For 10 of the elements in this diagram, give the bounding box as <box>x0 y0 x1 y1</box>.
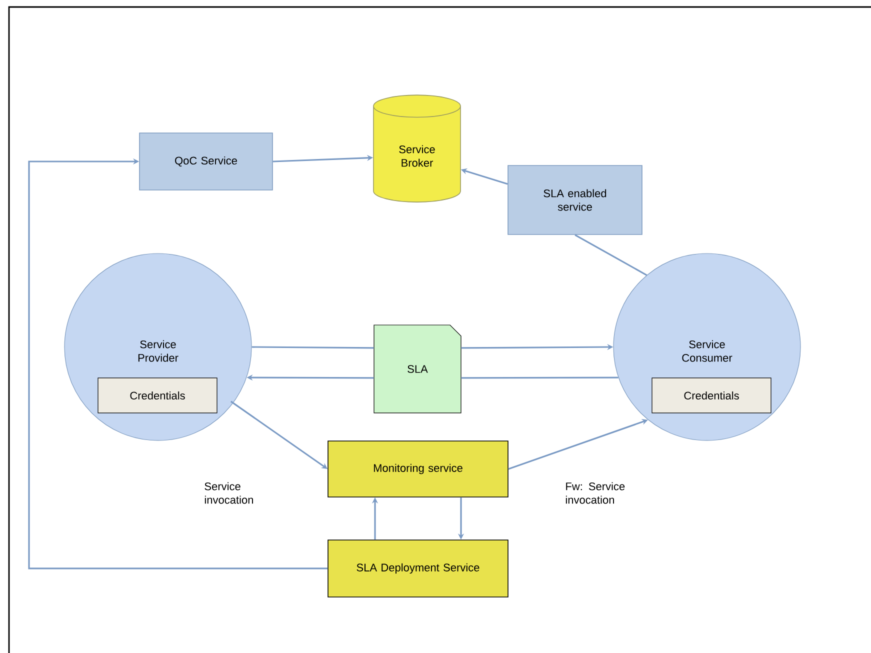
arrow <box>28 158 328 570</box>
edge-label: Fw: Service invocation <box>566 482 625 504</box>
edge-label: Service invocation <box>204 482 253 504</box>
credentials-box: Credentials <box>98 378 218 414</box>
process-box: Monitoring service <box>328 440 508 498</box>
process-box: SLA Deployment Service <box>328 540 508 598</box>
process-box: SLA enabled service <box>508 165 642 235</box>
database-cylinder: Service Broker <box>373 94 461 202</box>
process-box: QoC Service <box>139 132 273 190</box>
credentials-box: Credentials <box>652 378 772 414</box>
